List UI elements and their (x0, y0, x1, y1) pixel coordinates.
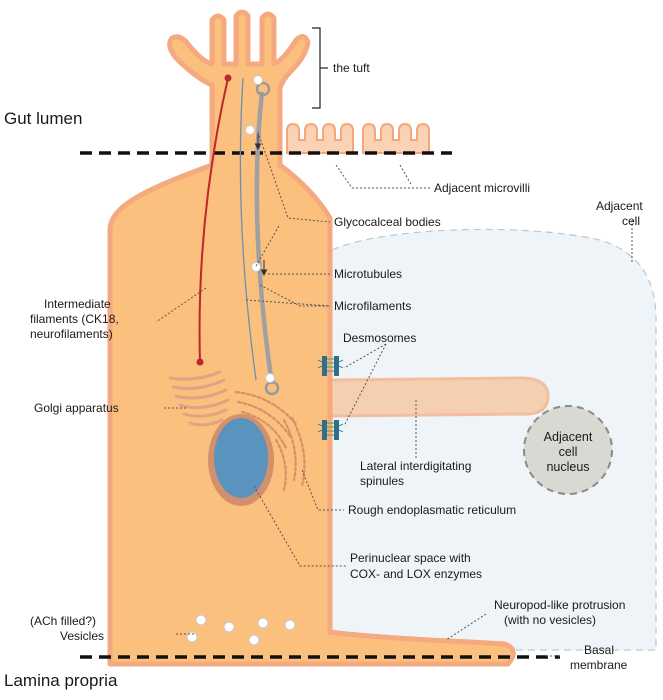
gut-lumen-label: Gut lumen (4, 109, 82, 128)
adjacent-nucleus-label-2: cell (559, 445, 578, 459)
adjacent-cell-label-1: Adjacent (596, 199, 643, 213)
desmosomes-label: Desmosomes (343, 331, 416, 345)
basal-membrane-label-1: Basal (584, 643, 614, 657)
glycocalceal-bodies-label: Glycocalceal bodies (334, 215, 441, 229)
perinuclear-label-2: COX- and LOX enzymes (350, 567, 482, 581)
golgi-label: Golgi apparatus (34, 401, 119, 415)
adjacent-cell-label-2: cell (622, 214, 640, 228)
lamina-propria-label: Lamina propria (4, 671, 118, 690)
if-end-bottom (197, 359, 204, 366)
vesicles-label-2: Vesicles (60, 629, 104, 643)
neuropod-label-2: (with no vesicles) (504, 613, 596, 627)
adjacent-microvilli (287, 124, 429, 153)
intermediate-filaments-label-1: Intermediate (44, 297, 111, 311)
vesicles-label-1: (ACh filled?) (30, 614, 96, 628)
tuft-bracket (312, 28, 320, 108)
spinules-label-1: Lateral interdigitating (360, 459, 471, 473)
adjacent-nucleus-label-3: nucleus (546, 460, 589, 474)
microtubules-label: Microtubules (334, 267, 402, 281)
perinuclear-label-1: Perinuclear space with (350, 551, 471, 565)
intermediate-filaments-label-3: neurofilaments) (30, 327, 113, 341)
adjacent-nucleus-label-1: Adjacent (544, 430, 593, 444)
neuropod-label-1: Neuropod-like protrusion (494, 598, 625, 612)
spinules-label-2: spinules (360, 474, 404, 488)
basal-membrane-label-2: membrane (570, 658, 628, 672)
tuft-label: the tuft (333, 61, 370, 75)
adjacent-microvilli-label: Adjacent microvilli (434, 181, 530, 195)
nucleus (214, 418, 268, 498)
rer-label: Rough endoplasmatic reticulum (348, 503, 516, 517)
microfilaments-label: Microfilaments (334, 299, 411, 313)
lateral-spinule (330, 378, 548, 416)
if-end-top (225, 75, 232, 82)
intermediate-filaments-label-2: filaments (CK18, (30, 312, 119, 326)
